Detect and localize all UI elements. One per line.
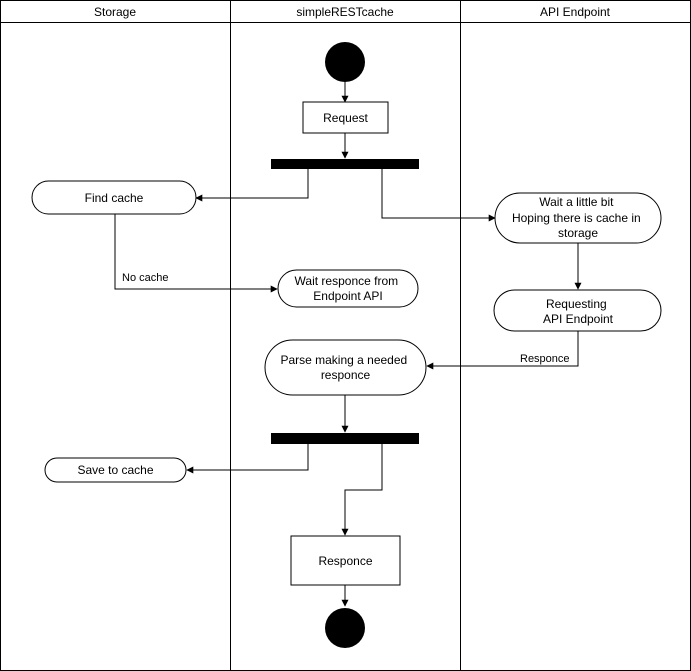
node-wait-little-bit-label: Wait a little bit Hoping there is cache … — [512, 195, 644, 240]
edge-label-no-cache: No cache — [122, 272, 168, 284]
edges — [114, 82, 582, 607]
edge-join-to-save-cache — [186, 444, 309, 474]
edge-find-cache-no-cache — [114, 214, 278, 293]
node-requesting-api-label: Requesting API Endpoint — [543, 297, 614, 326]
edge-fork-to-find-cache — [195, 169, 309, 202]
lane-title-simplerestcache: simpleRESTcache — [296, 5, 394, 19]
node-save-to-cache: Save to cache — [44, 457, 187, 483]
node-parse-label: Parse making a needed responce — [280, 353, 410, 382]
node-response-label: Responce — [318, 554, 372, 568]
node-find-cache: Find cache — [31, 180, 197, 215]
node-wait-little-bit: Wait a little bit Hoping there is cache … — [494, 192, 662, 244]
lane-title-storage: Storage — [94, 5, 136, 19]
fork-bar — [271, 159, 419, 169]
node-requesting-api: Requesting API Endpoint — [493, 289, 662, 332]
node-request-label: Request — [323, 111, 368, 125]
lane-title-api-endpoint: API Endpoint — [540, 5, 611, 19]
edge-requesting-to-parse — [426, 331, 579, 370]
edge-fork-to-wait-little — [381, 169, 496, 222]
node-save-to-cache-label: Save to cache — [77, 463, 153, 477]
node-find-cache-label: Find cache — [85, 191, 144, 205]
end-node — [325, 608, 365, 648]
start-node — [325, 42, 365, 82]
node-wait-response: Wait responce from Endpoint API — [277, 269, 419, 308]
node-wait-response-label: Wait responce from Endpoint API — [295, 274, 402, 303]
node-request: Request — [302, 101, 389, 134]
join-bar — [271, 433, 419, 444]
node-parse: Parse making a needed responce — [264, 339, 427, 396]
edge-label-api-response: Responce — [520, 353, 570, 365]
node-response: Responce — [290, 535, 401, 586]
edge-join-to-response — [341, 444, 383, 536]
